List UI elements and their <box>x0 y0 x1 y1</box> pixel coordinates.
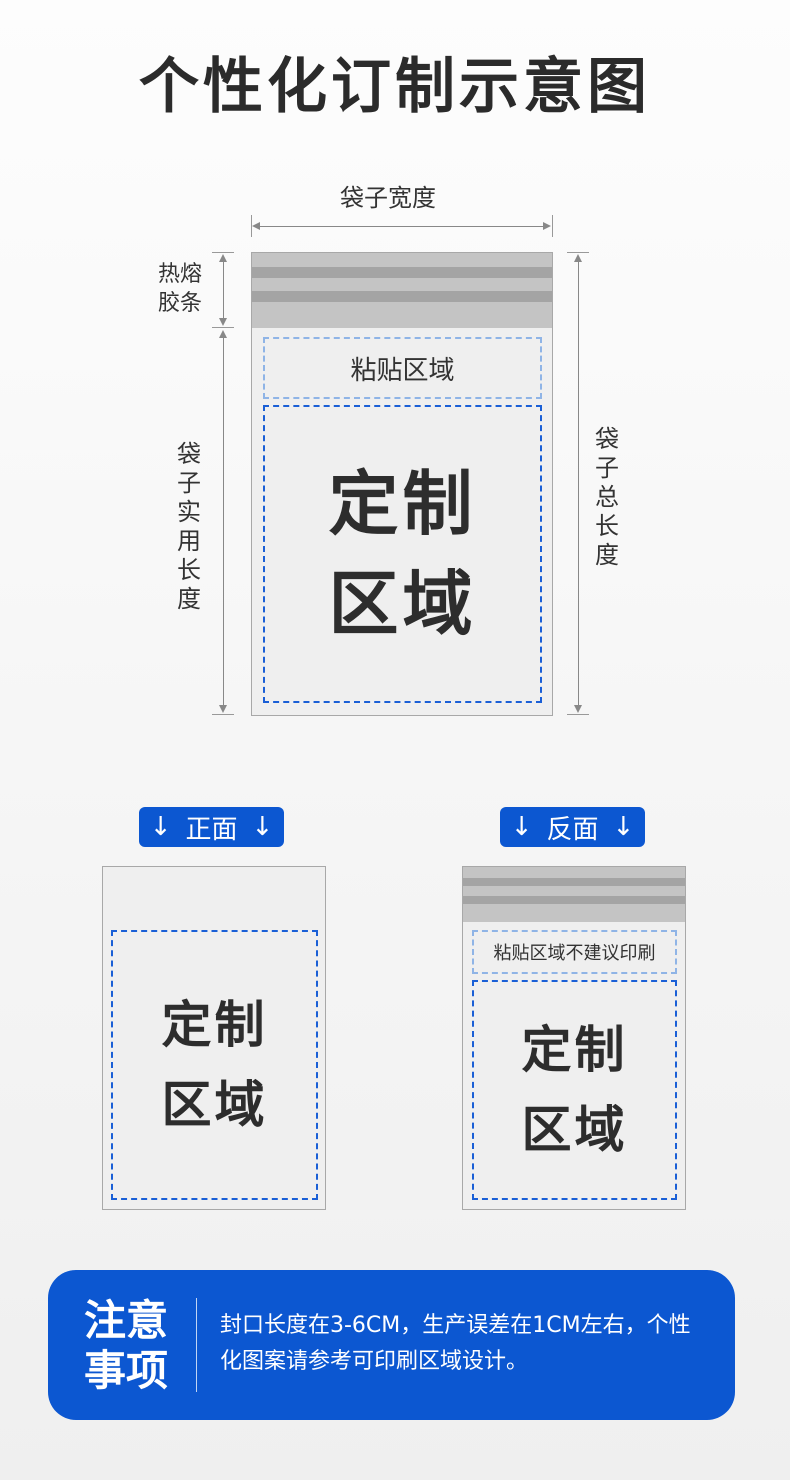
back-custom-area: 定制 区域 <box>472 980 677 1200</box>
hotmelt-strip <box>252 253 552 328</box>
arrow-right-icon <box>543 222 551 230</box>
front-custom-text-line2: 区域 <box>161 1076 268 1134</box>
notice-heading: 注意 事项 <box>76 1296 176 1396</box>
hotmelt-strip-label: 热熔胶条 <box>158 262 203 316</box>
custom-area-text-line2: 区域 <box>328 563 477 645</box>
arrow-down-icon: ↓ <box>149 812 172 842</box>
strip-stripe <box>252 267 552 278</box>
hotmelt-dimension-line <box>223 258 224 322</box>
back-paste-area: 粘贴区域不建议印刷 <box>472 930 677 974</box>
arrow-down-icon <box>219 318 227 326</box>
arrow-down-icon <box>574 705 582 713</box>
back-badge-label: 反面 <box>546 814 599 845</box>
width-tick-right <box>552 215 553 237</box>
total-tick-top <box>567 252 589 253</box>
paste-area-label: 粘贴区域 <box>350 355 455 386</box>
notice-panel: 注意 事项 封口长度在3-6CM，生产误差在1CM左右，个性化图案请参考可印刷区… <box>48 1270 735 1420</box>
total-length-dimension-line <box>578 258 579 708</box>
bag-width-label: 袋子宽度 <box>340 184 436 212</box>
arrow-down-icon: ↓ <box>612 812 635 842</box>
arrow-down-icon: ↓ <box>251 812 274 842</box>
strip-stripe <box>463 878 685 886</box>
paste-area: 粘贴区域 <box>263 337 542 399</box>
notice-text: 封口长度在3-6CM，生产误差在1CM左右，个性化图案请参考可印刷区域设计。 <box>220 1313 691 1374</box>
arrow-left-icon <box>252 222 260 230</box>
usable-length-label: 袋子实用长度 <box>177 440 201 613</box>
usable-tick-bottom <box>212 714 234 715</box>
width-dimension-line <box>256 226 548 227</box>
arrow-down-icon <box>219 705 227 713</box>
front-custom-text-line1: 定制 <box>161 996 268 1054</box>
strip-stripe <box>463 896 685 904</box>
hotmelt-tick-bottom <box>212 327 234 328</box>
back-hotmelt-strip <box>463 867 685 922</box>
page-title: 个性化订制示意图 <box>139 52 651 122</box>
custom-area-text-line1: 定制 <box>328 463 477 545</box>
notice-heading-line1: 注意 <box>83 1296 168 1345</box>
strip-stripe <box>252 291 552 302</box>
width-tick-left <box>251 215 252 237</box>
front-bag-illustration: 定制 区域 <box>102 866 326 1210</box>
total-tick-bottom <box>567 714 589 715</box>
back-bag-illustration: 粘贴区域不建议印刷 定制 区域 <box>462 866 686 1210</box>
front-badge: ↓ 正面 ↓ <box>139 807 284 847</box>
bag-illustration: 粘贴区域 定制 区域 <box>251 252 553 716</box>
notice-heading-line2: 事项 <box>83 1346 168 1395</box>
notice-divider <box>196 1298 197 1392</box>
arrow-up-icon <box>219 330 227 338</box>
front-badge-label: 正面 <box>185 814 238 845</box>
arrow-up-icon <box>219 254 227 262</box>
back-custom-text-line2: 区域 <box>521 1101 628 1159</box>
usable-length-dimension-line <box>223 334 224 708</box>
back-badge: ↓ 反面 ↓ <box>500 807 645 847</box>
total-length-label: 袋子总长度 <box>595 425 619 569</box>
hotmelt-tick-top <box>212 252 234 253</box>
custom-area: 定制 区域 <box>263 405 542 703</box>
front-custom-area: 定制 区域 <box>111 930 318 1200</box>
arrow-down-icon: ↓ <box>510 812 533 842</box>
back-custom-text-line1: 定制 <box>521 1021 628 1079</box>
arrow-up-icon <box>574 254 582 262</box>
back-paste-area-label: 粘贴区域不建议印刷 <box>493 943 656 964</box>
